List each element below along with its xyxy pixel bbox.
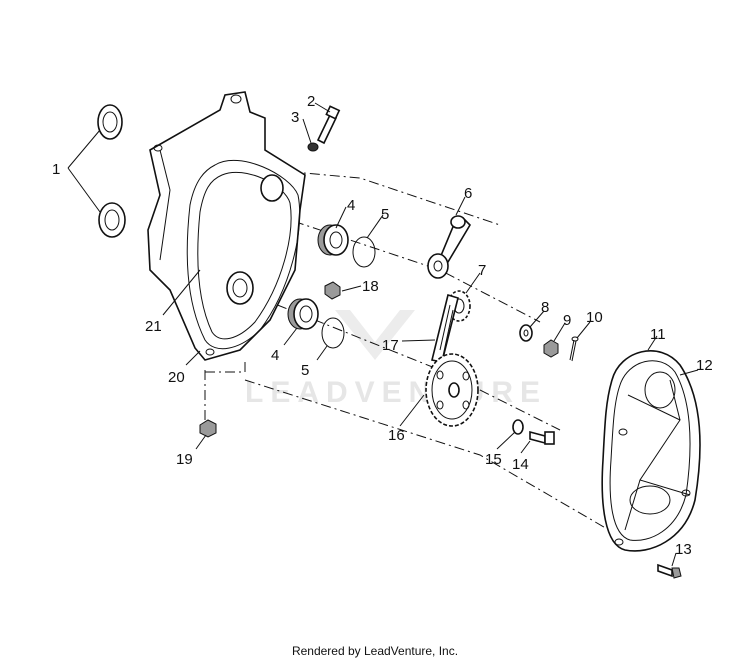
- washer-15: [512, 419, 524, 435]
- part-labels: 1 2 3 4 5 6 7 8 9 10 11 12 13 14 15 16 1…: [52, 93, 713, 558]
- drive-chain: [431, 293, 459, 363]
- bolt-13: [657, 563, 682, 579]
- part-label-20: 20: [168, 369, 185, 386]
- part-label-5-upper: 5: [381, 206, 389, 223]
- part-label-4-upper: 4: [347, 197, 355, 214]
- watermark: LEADVENTURE: [245, 310, 547, 409]
- part-label-6: 6: [464, 185, 472, 202]
- part-label-17: 17: [382, 337, 399, 354]
- part-label-3: 3: [291, 109, 299, 126]
- seal-lower: [98, 202, 126, 238]
- bearing-upper: [317, 224, 349, 256]
- part-label-13: 13: [675, 541, 692, 558]
- part-label-8: 8: [541, 299, 549, 316]
- retaining-ring-upper: [352, 236, 376, 268]
- part-label-10: 10: [586, 309, 603, 326]
- retaining-ring-lower: [321, 317, 345, 349]
- part-label-16: 16: [388, 427, 405, 444]
- washer-8: [519, 324, 533, 342]
- part-label-12: 12: [696, 357, 713, 374]
- bolt-2: [316, 105, 341, 145]
- tensioner-arm: [427, 215, 472, 279]
- part-label-9: 9: [563, 312, 571, 329]
- part-label-15: 15: [485, 451, 502, 468]
- washer-3: [307, 142, 319, 152]
- part-label-19: 19: [176, 451, 193, 468]
- leader-lines: [67, 102, 699, 567]
- part-label-18: 18: [362, 278, 379, 295]
- part-label-2: 2: [307, 93, 315, 110]
- cotter-pin-10: [569, 336, 579, 362]
- nut-18: [324, 281, 341, 300]
- bearing-lower: [287, 298, 319, 330]
- watermark-logo-icon: [335, 310, 415, 360]
- part-label-14: 14: [512, 456, 529, 473]
- part-label-1: 1: [52, 161, 60, 178]
- part-label-21: 21: [145, 318, 162, 335]
- chaincase-cover: [601, 350, 701, 552]
- render-credit: Rendered by LeadVenture, Inc.: [291, 644, 459, 658]
- drain-plug-19: [199, 419, 217, 438]
- nut-9: [543, 339, 559, 358]
- part-label-5-lower: 5: [301, 362, 309, 379]
- watermark-text: LEADVENTURE: [245, 376, 547, 409]
- sprocket-large: [425, 353, 479, 427]
- part-label-4-lower: 4: [271, 347, 279, 364]
- bolt-14: [529, 430, 555, 445]
- part-label-7: 7: [478, 262, 486, 279]
- seal-upper: [97, 104, 123, 140]
- part-label-11: 11: [650, 326, 666, 343]
- chaincase-housing: [147, 91, 306, 361]
